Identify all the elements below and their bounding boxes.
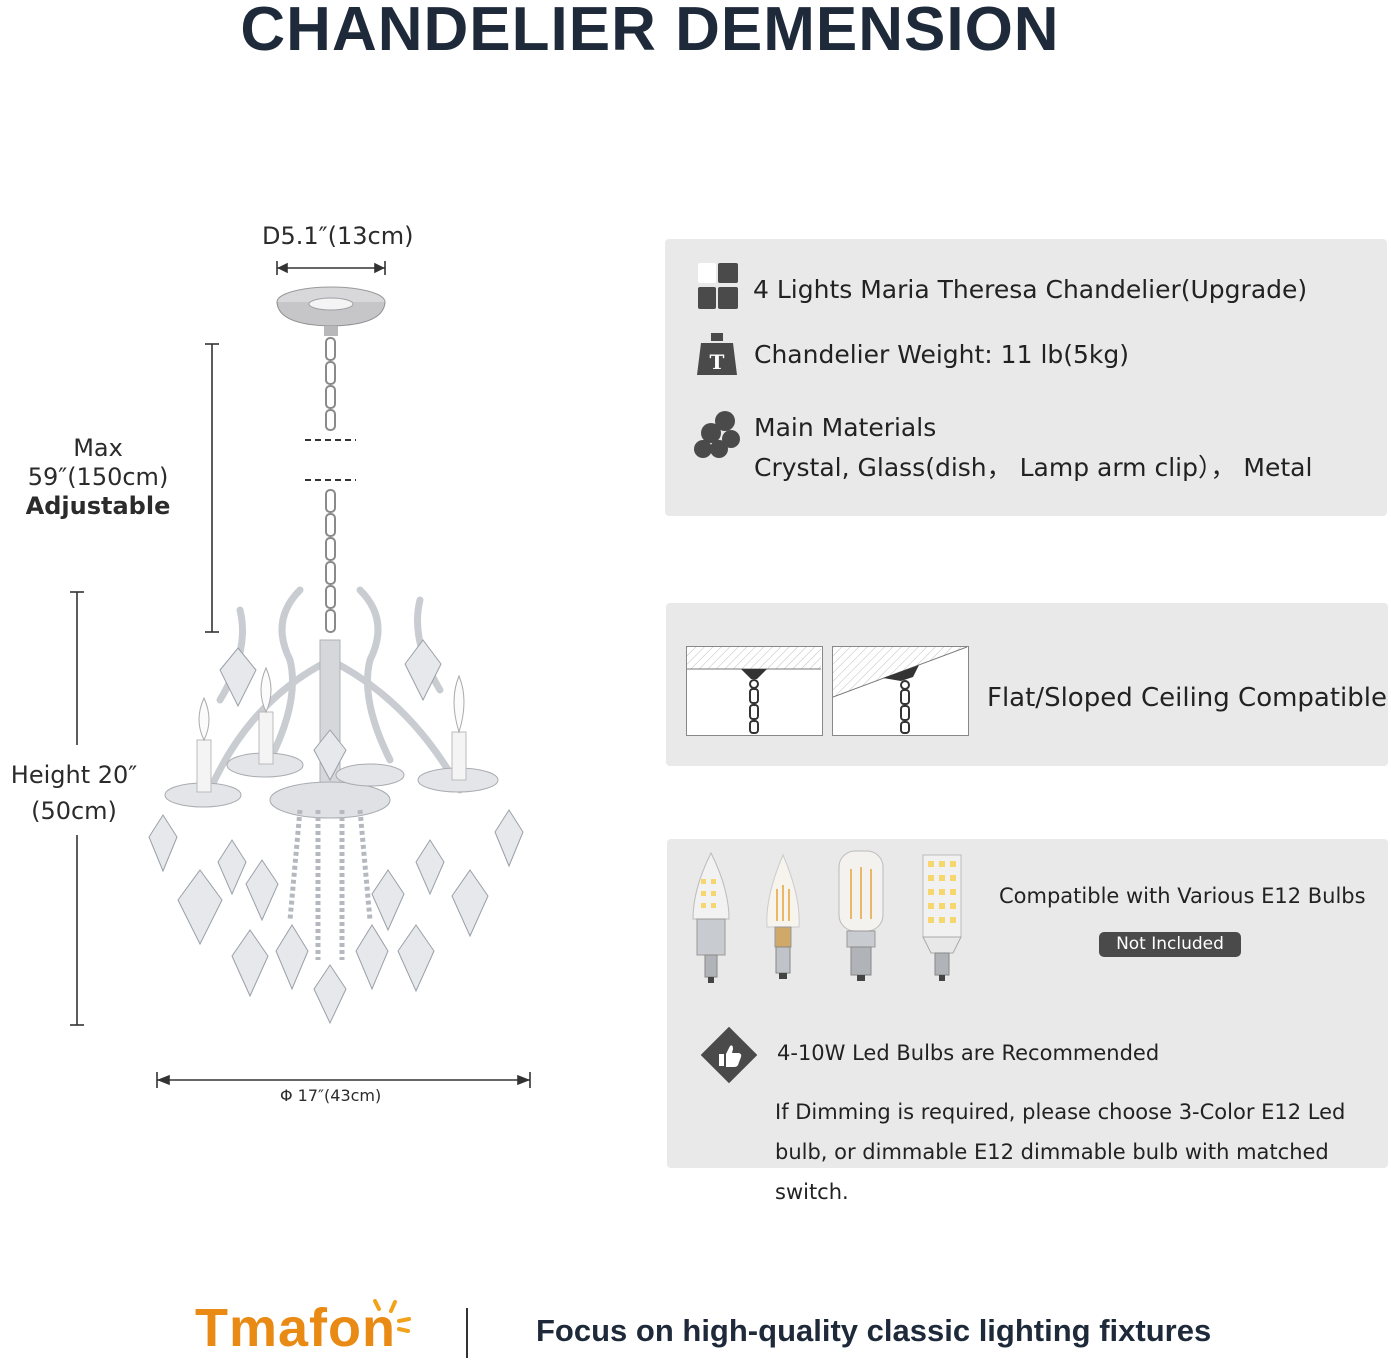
thumbs-up-icon — [700, 1026, 758, 1084]
compatible-bulbs-text: Compatible with Various E12 Bulbs — [999, 884, 1366, 908]
max-length-value: Max 59″(150cm) — [27, 434, 169, 491]
flat-ceiling-icon — [686, 646, 823, 736]
canopy — [276, 286, 386, 336]
materials-title: Main Materials — [754, 413, 937, 442]
product-grid-icon — [698, 263, 738, 309]
bottom-diameter-arrow — [156, 1072, 531, 1088]
adjustable-label: Adjustable — [25, 492, 171, 520]
bottom-diameter-label: Φ 17″(43cm) — [280, 1086, 382, 1105]
model-name: 4 Lights Maria Theresa Chandelier(Upgrad… — [753, 275, 1308, 304]
specs-panel: 4 Lights Maria Theresa Chandelier(Upgrad… — [665, 239, 1387, 516]
height-line — [70, 591, 84, 1026]
height-label: Height 20″ (50cm) — [0, 757, 148, 829]
weight-icon: T — [697, 333, 737, 375]
chandelier-diagram — [70, 261, 531, 1088]
brand-tagline: Focus on high-quality classic lighting f… — [536, 1313, 1212, 1348]
materials-icon — [694, 411, 740, 458]
chain — [325, 337, 336, 633]
height-value: Height 20″ — [10, 761, 138, 789]
top-diameter-arrow — [276, 261, 386, 275]
led-candle-bulb-icon — [692, 851, 730, 983]
filament-tubular-bulb-icon — [838, 850, 884, 981]
bulb-icons — [692, 850, 962, 983]
not-included-badge: Not Included — [1099, 932, 1241, 957]
filament-candle-bulb-icon — [766, 853, 800, 979]
max-length-line — [205, 343, 219, 633]
chain-break — [305, 439, 356, 481]
page-title: CHANDELIER DEMENSION — [240, 0, 1060, 64]
led-corn-bulb-icon — [922, 854, 962, 981]
top-diameter-label: D5.1″(13cm) — [262, 222, 414, 250]
weight-value: Chandelier Weight: 11 lb(5kg) — [754, 340, 1130, 369]
brand-name: Tmafon — [195, 1298, 396, 1358]
svg-text:T: T — [710, 350, 725, 374]
materials-value: Crystal, Glass(dish， Lamp arm clip）， Met… — [754, 453, 1313, 482]
brand-logo: Tmafon — [195, 1297, 411, 1359]
sun-rays-icon — [373, 1299, 411, 1333]
chandelier-body — [148, 586, 524, 1025]
sloped-ceiling-icon — [832, 646, 969, 736]
recommended-bulbs-text: 4-10W Led Bulbs are Recommended — [777, 1041, 1160, 1065]
max-length-label: Max 59″(150cm) Adjustable — [0, 434, 196, 521]
ceiling-panel: Flat/Sloped Ceiling Compatible — [666, 603, 1388, 766]
dimming-note: If Dimming is required, please choose 3-… — [775, 1100, 1346, 1204]
ceiling-compatible-text: Flat/Sloped Ceiling Compatible — [987, 683, 1388, 713]
height-metric: (50cm) — [31, 797, 117, 825]
footer-divider — [466, 1308, 468, 1358]
bulbs-panel: Compatible with Various E12 Bulbs Not In… — [667, 839, 1388, 1204]
